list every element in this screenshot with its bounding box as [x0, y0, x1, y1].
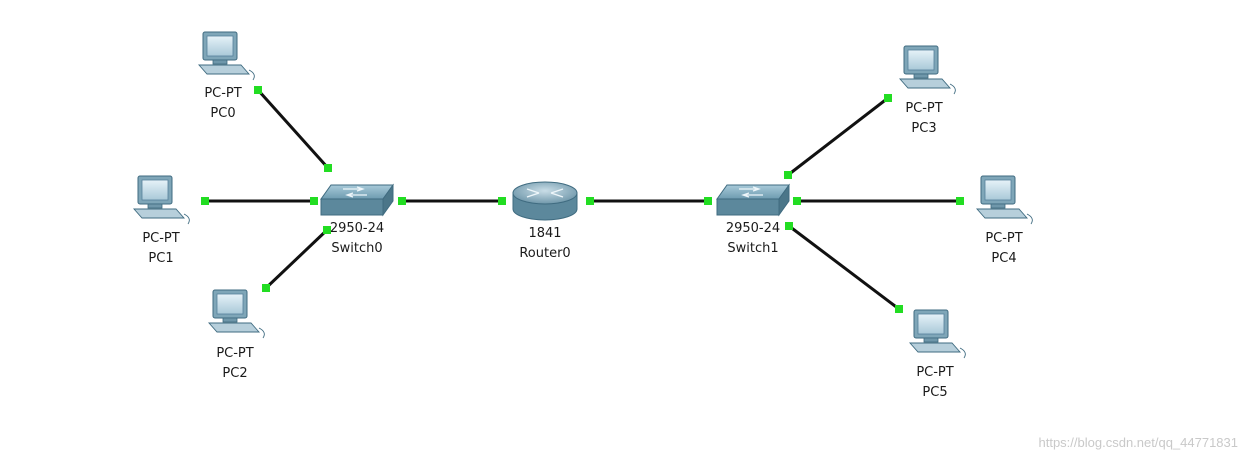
- port-status-light: [498, 197, 506, 205]
- port-status-light: [884, 94, 892, 102]
- device-model-label: PC-PT: [905, 101, 942, 116]
- device-model-label: PC-PT: [142, 231, 179, 246]
- port-status-light: [586, 197, 594, 205]
- port-status-light: [895, 305, 903, 313]
- device-name-label: PC1: [148, 251, 173, 266]
- device-name-label: PC5: [922, 385, 947, 400]
- device-model-label: 1841: [528, 226, 561, 241]
- pc-icon: [197, 31, 255, 81]
- switch-icon: [716, 183, 790, 217]
- link-switch1-pc5[interactable]: [788, 224, 900, 311]
- device-name-label: Switch0: [331, 241, 382, 256]
- port-status-light: [323, 226, 331, 234]
- device-model-label: PC-PT: [916, 365, 953, 380]
- pc-icon: [207, 289, 265, 339]
- device-model-label: PC-PT: [204, 86, 241, 101]
- port-status-light: [785, 222, 793, 230]
- port-status-light: [310, 197, 318, 205]
- device-router0[interactable]: 1841 Router0: [512, 181, 578, 261]
- device-name-label: PC2: [222, 366, 247, 381]
- device-switch1[interactable]: 2950-24 Switch1: [716, 183, 790, 256]
- device-switch0[interactable]: 2950-24 Switch0: [320, 183, 394, 256]
- port-status-light: [201, 197, 209, 205]
- links-layer: [205, 88, 960, 311]
- port-status-light: [262, 284, 270, 292]
- device-name-label: PC3: [911, 121, 936, 136]
- device-pc3[interactable]: PC-PT PC3: [898, 45, 956, 136]
- device-model-label: 2950-24: [330, 221, 384, 236]
- device-name-label: PC0: [210, 106, 235, 121]
- port-status-light: [324, 164, 332, 172]
- device-pc4[interactable]: PC-PT PC4: [975, 175, 1033, 266]
- port-status-light: [956, 197, 964, 205]
- link-pc0-switch0[interactable]: [256, 88, 330, 170]
- device-pc2[interactable]: PC-PT PC2: [207, 289, 265, 381]
- port-status-light: [704, 197, 712, 205]
- pc-icon: [975, 175, 1033, 225]
- switch-icon: [320, 183, 394, 217]
- pc-icon: [132, 175, 190, 225]
- pc-icon: [898, 45, 956, 95]
- watermark: https://blog.csdn.net/qq_44771831: [1038, 435, 1239, 450]
- link-switch1-pc3[interactable]: [787, 96, 889, 177]
- device-pc5[interactable]: PC-PT PC5: [908, 309, 966, 400]
- pc-icon: [908, 309, 966, 359]
- device-model-label: PC-PT: [216, 346, 253, 361]
- device-name-label: Switch1: [727, 241, 778, 256]
- port-status-light: [398, 197, 406, 205]
- port-status-light: [784, 171, 792, 179]
- device-model-label: PC-PT: [985, 231, 1022, 246]
- device-name-label: PC4: [991, 251, 1016, 266]
- port-status-light: [254, 86, 262, 94]
- ports-layer: [201, 86, 964, 313]
- link-pc2-switch0[interactable]: [264, 228, 329, 290]
- router-icon: [512, 181, 578, 221]
- device-name-label: Router0: [519, 246, 570, 261]
- port-status-light: [793, 197, 801, 205]
- device-pc1[interactable]: PC-PT PC1: [132, 175, 190, 266]
- device-model-label: 2950-24: [726, 221, 780, 236]
- device-pc0[interactable]: PC-PT PC0: [197, 31, 255, 121]
